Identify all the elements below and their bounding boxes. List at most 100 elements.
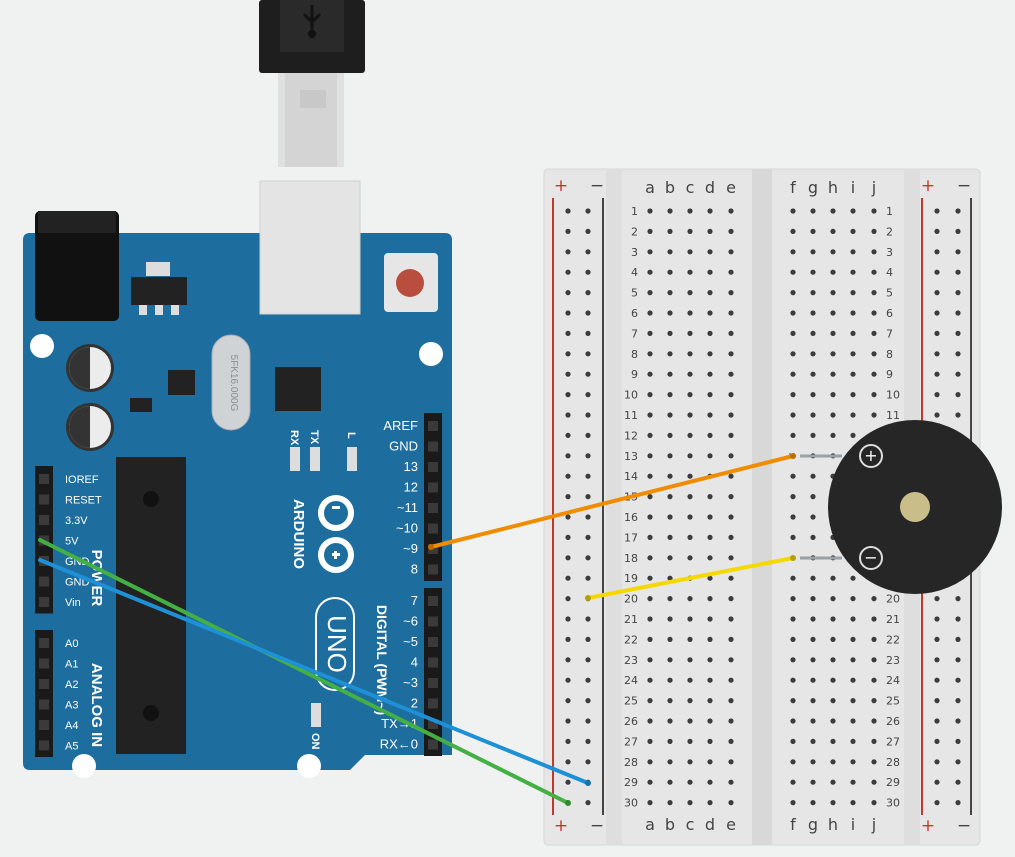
rail-plus-label: + (921, 176, 935, 196)
tx-led (310, 447, 320, 471)
power-header-title: POWER (88, 550, 105, 607)
row-number: 2 (631, 225, 638, 238)
column-letter: c (686, 815, 695, 834)
row-number: 6 (631, 307, 638, 320)
row-number: 5 (886, 287, 893, 300)
column-letter: a (645, 178, 655, 197)
rx-led-label: RX (288, 430, 300, 446)
row-number: 23 (886, 654, 900, 667)
column-letter: c (686, 178, 695, 197)
column-letter: j (871, 815, 876, 834)
row-number: 11 (886, 409, 900, 422)
row-number: 27 (624, 735, 638, 748)
rail-minus-label: − (957, 176, 971, 196)
breadboard-labels: 1122334455667788991010111112121313141415… (554, 176, 971, 836)
digital-pin-label: RX←0 (380, 737, 418, 752)
mount-hole (419, 342, 443, 366)
row-number: 11 (624, 409, 638, 422)
crystal-label: 5FK16.000G (228, 355, 239, 412)
breadboard[interactable]: 1122334455667788991010111112121313141415… (543, 168, 981, 846)
power-pin-label: GND (65, 556, 90, 568)
row-number: 29 (886, 776, 900, 789)
rail-minus-label: − (957, 816, 971, 836)
column-letter: f (790, 815, 796, 834)
digital-pin-label: 7 (411, 593, 418, 608)
mount-hole (297, 754, 321, 778)
rx-led (290, 447, 300, 471)
row-number: 13 (624, 450, 638, 463)
row-number: 10 (624, 389, 638, 402)
rail-minus-label: − (590, 176, 604, 196)
digital-pin-label: GND (389, 439, 418, 454)
usb-port (259, 180, 361, 315)
digital-pin-label: ~5 (403, 634, 418, 649)
row-number: 12 (624, 429, 638, 442)
row-number: 24 (624, 674, 638, 687)
column-letter: e (726, 178, 736, 197)
row-number: 23 (624, 654, 638, 667)
row-number: 4 (886, 266, 893, 279)
row-number: 5 (631, 287, 638, 300)
row-number: 20 (886, 593, 900, 606)
arduino-uno-board[interactable]: 5FK16.000G RX TX L ON ARDUINO UNO POWER … (23, 180, 452, 778)
mount-hole (72, 754, 96, 778)
digital-pin-label: ~9 (403, 541, 418, 556)
buzzer-minus-label: − (864, 548, 877, 567)
column-letter: f (790, 178, 796, 197)
column-letter: d (705, 815, 715, 834)
row-number: 17 (624, 531, 638, 544)
wire-yellow-ground[interactable] (586, 556, 795, 600)
row-number: 22 (886, 633, 900, 646)
row-number: 14 (624, 470, 638, 483)
row-number: 29 (624, 776, 638, 789)
row-number: 28 (886, 756, 900, 769)
row-number: 7 (631, 327, 638, 340)
power-pin-label: 5V (65, 536, 79, 548)
rail-plus-label: + (554, 176, 568, 196)
voltage-regulator (131, 277, 187, 305)
column-letter: d (705, 178, 715, 197)
reset-button[interactable] (396, 269, 424, 297)
tx-led-label: TX (308, 430, 320, 445)
digital-pin-label: ~11 (397, 500, 418, 515)
digital-pin-label: 8 (411, 562, 418, 577)
column-letter: i (851, 815, 855, 834)
column-letter: h (828, 815, 838, 834)
rail-minus-label: − (590, 816, 604, 836)
arduino-logo-icon (318, 495, 354, 573)
rail-plus-label: + (921, 816, 935, 836)
digital-pin-label: 12 (404, 480, 418, 495)
row-number: 4 (631, 266, 638, 279)
wire-green-5v[interactable] (38, 538, 570, 805)
transistor (130, 398, 152, 412)
piezo-buzzer[interactable]: + − (828, 420, 1002, 594)
row-number: 9 (631, 368, 638, 381)
analog-pin-label: A0 (65, 638, 78, 650)
uno-model-label: UNO (322, 615, 352, 673)
wire-blue-gnd[interactable] (38, 558, 590, 785)
row-number: 7 (886, 327, 893, 340)
arduino-brand: ARDUINO (290, 499, 307, 569)
row-number: 1 (886, 205, 893, 218)
wire-orange-pin9[interactable] (429, 454, 795, 549)
row-number: 24 (886, 674, 900, 687)
power-pin-label: RESET (65, 495, 102, 507)
buzzer-plus-label: + (864, 446, 877, 465)
on-led (311, 703, 321, 727)
analog-pin-label: A3 (65, 700, 78, 712)
row-number: 6 (886, 307, 893, 320)
row-number: 22 (624, 633, 638, 646)
row-number: 10 (886, 389, 900, 402)
row-number: 26 (624, 715, 638, 728)
row-number: 20 (624, 593, 638, 606)
row-number: 3 (886, 246, 893, 259)
column-letter: h (828, 178, 838, 197)
power-pin-label: Vin (65, 597, 81, 609)
l-led-label: L (345, 432, 357, 439)
column-letter: j (871, 178, 876, 197)
dc-power-jack (35, 211, 119, 321)
digital-pin-label: 4 (411, 655, 418, 670)
chip (168, 370, 195, 395)
